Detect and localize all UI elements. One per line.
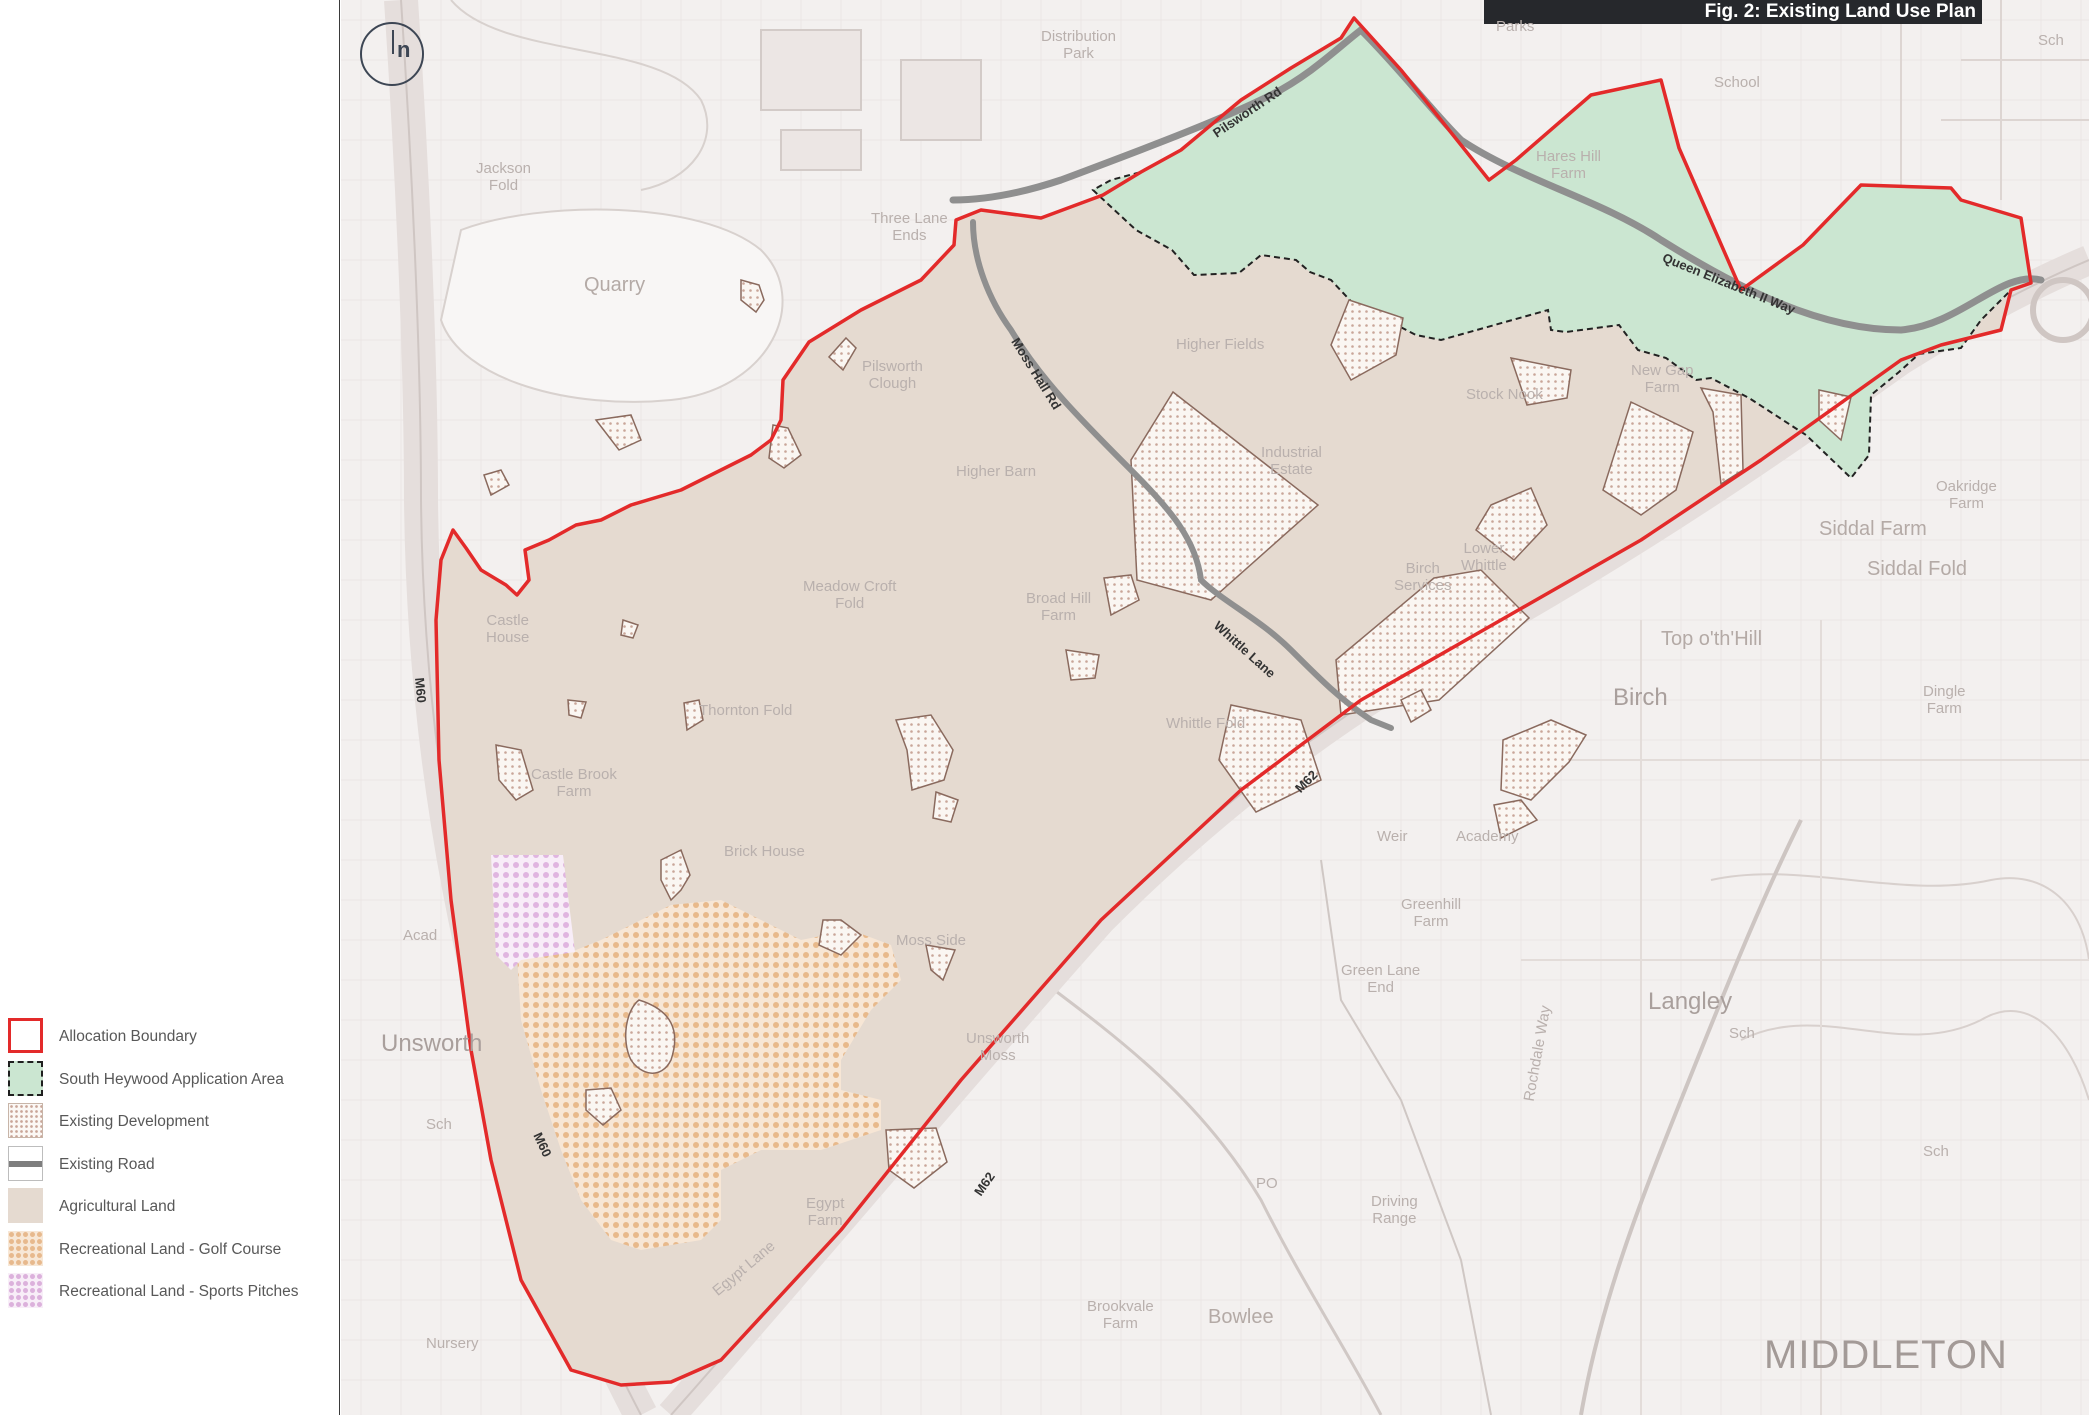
sports-pitches-swatch bbox=[8, 1273, 43, 1308]
legend-panel: Allocation Boundary South Heywood Applic… bbox=[0, 0, 340, 1415]
place-sch-langley: Sch bbox=[1729, 1025, 1755, 1042]
legend-label: Recreational Land - Sports Pitches bbox=[59, 1283, 299, 1300]
place-jackson-fold: Jackson Fold bbox=[476, 160, 532, 194]
place-birch: Birch bbox=[1613, 684, 1668, 711]
existing-road-swatch bbox=[8, 1145, 43, 1181]
north-arrow-icon: n bbox=[360, 22, 424, 86]
place-acad: Acad bbox=[403, 927, 438, 944]
allocation-boundary bbox=[434, 16, 2033, 1387]
place-academy: Academy bbox=[1456, 828, 1519, 845]
place-brookvale-farm: Brookvale Farm bbox=[1087, 1298, 1154, 1332]
place-hares-hill-farm: Hares Hill Farm bbox=[1536, 148, 1602, 182]
place-higher-barn: Higher Barn bbox=[956, 463, 1037, 480]
north-arrow-label: n bbox=[397, 37, 411, 62]
sports-pitches-area bbox=[491, 855, 575, 970]
place-driving-range: Driving Range bbox=[1371, 1193, 1418, 1227]
golf-course-area bbox=[517, 900, 901, 1250]
place-weir: Weir bbox=[1377, 828, 1408, 845]
place-po: PO bbox=[1256, 1175, 1278, 1192]
place-dingle-farm: Dingle Farm bbox=[1923, 683, 1966, 717]
place-greenhill-farm: Greenhill Farm bbox=[1401, 896, 1462, 930]
legend-label: Allocation Boundary bbox=[59, 1028, 197, 1045]
place-egypt-farm: Egypt Farm bbox=[806, 1195, 845, 1229]
place-bowlee: Bowlee bbox=[1208, 1306, 1274, 1328]
place-school: School bbox=[1714, 74, 1760, 91]
place-middleton: MIDDLETON bbox=[1764, 1333, 2008, 1377]
allocation-boundary-swatch bbox=[8, 1018, 43, 1053]
place-meadow-croft-fold: Meadow Croft Fold bbox=[803, 578, 897, 612]
place-unsworth: Unsworth bbox=[381, 1030, 483, 1057]
place-castle-brook-farm: Castle Brook Farm bbox=[531, 766, 617, 800]
background-features bbox=[439, 0, 2089, 1415]
road-label-m60-north: M60 bbox=[412, 677, 430, 704]
place-langley: Langley bbox=[1648, 988, 1733, 1015]
place-oakridge-farm: Oakridge Farm bbox=[1936, 478, 1997, 512]
place-siddal-farm: Siddal Farm bbox=[1819, 518, 1927, 540]
place-moss-side: Moss Side bbox=[896, 932, 967, 949]
application-area-swatch bbox=[8, 1060, 43, 1096]
place-whittle-fold: Whittle Fold bbox=[1166, 715, 1246, 732]
place-brick-house: Brick House bbox=[724, 843, 805, 860]
place-nursery: Nursery bbox=[426, 1335, 479, 1352]
place-lower-whittle: Lower Whittle bbox=[1461, 540, 1507, 574]
place-top-oth-hill: Top o'th'Hill bbox=[1661, 628, 1763, 650]
place-industrial-estate: Industrial Estate bbox=[1261, 444, 1322, 478]
place-sch-ne: Sch bbox=[2038, 32, 2064, 49]
place-pilsworth-clough: Pilsworth Clough bbox=[862, 358, 923, 392]
place-three-lane-ends: Three Lane Ends bbox=[871, 210, 948, 244]
place-green-lane-end: Green Lane End bbox=[1341, 962, 1421, 996]
place-parks: Parks bbox=[1496, 18, 1535, 35]
place-sch-west: Sch bbox=[426, 1116, 452, 1133]
place-sch-east: Sch bbox=[1923, 1143, 1949, 1160]
place-siddal-fold: Siddal Fold bbox=[1867, 558, 1968, 580]
figure-title: Fig. 2: Existing Land Use Plan bbox=[1484, 0, 1982, 24]
place-quarry: Quarry bbox=[584, 274, 646, 296]
place-new-gap-farm: New Gap Farm bbox=[1631, 362, 1694, 396]
golf-course-swatch bbox=[8, 1230, 43, 1266]
map-drawing bbox=[341, 0, 2089, 1415]
place-unsworth-moss: Unsworth Moss bbox=[966, 1030, 1030, 1064]
legend-label: Agricultural Land bbox=[59, 1198, 176, 1215]
place-higher-fields: Higher Fields bbox=[1176, 336, 1265, 353]
place-distribution-park: Distribution Park bbox=[1041, 28, 1117, 62]
map-canvas[interactable]: n Fig. 2: Existing Land Use Plan Pilswor… bbox=[341, 0, 2089, 1415]
agricultural-land-swatch bbox=[8, 1188, 43, 1223]
place-broad-hill-farm: Broad Hill Farm bbox=[1026, 590, 1092, 624]
legend-label: Existing Road bbox=[59, 1155, 155, 1173]
place-stock-nook: Stock Nook bbox=[1466, 386, 1543, 403]
existing-development-swatch bbox=[8, 1103, 43, 1138]
place-birch-services: Birch Services bbox=[1394, 560, 1452, 594]
place-thornton-fold: Thornton Fold bbox=[699, 702, 793, 719]
place-castle-house: Castle House bbox=[486, 612, 530, 646]
legend-label: South Heywood Application Area bbox=[59, 1070, 284, 1088]
legend-label: Recreational Land - Golf Course bbox=[59, 1240, 282, 1258]
legend-label: Existing Development bbox=[59, 1113, 209, 1130]
